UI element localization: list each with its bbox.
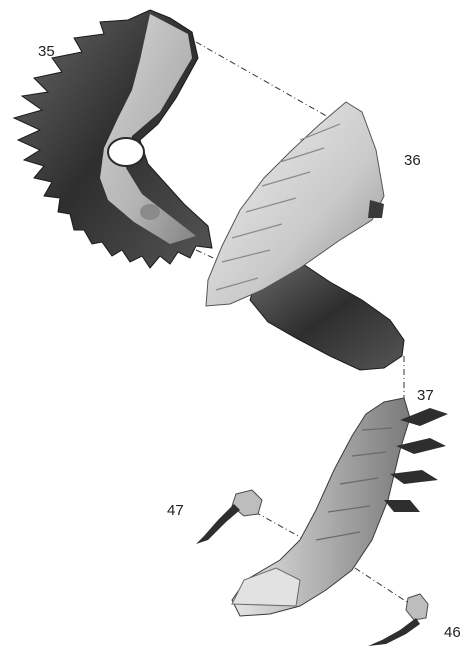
part-number-37: 37 (417, 388, 434, 403)
part-46-shape (368, 594, 428, 646)
part-number-36: 36 (404, 153, 421, 168)
guide-line-37-46 (355, 568, 410, 604)
part-36-shape (206, 102, 404, 370)
guide-line-35-36 (196, 42, 330, 118)
part-number-47: 47 (167, 503, 184, 518)
part-37-shape (232, 398, 448, 616)
part-47-shape (196, 490, 262, 544)
part-number-35: 35 (38, 44, 55, 59)
part-number-46: 46 (444, 625, 461, 640)
